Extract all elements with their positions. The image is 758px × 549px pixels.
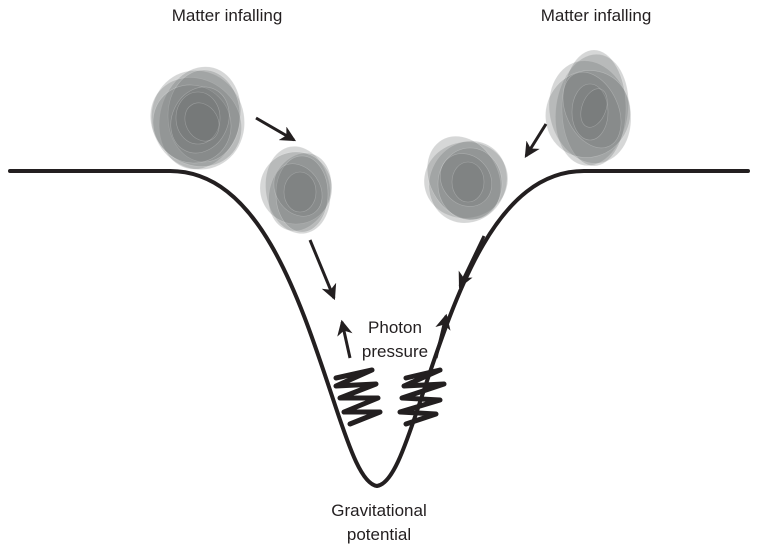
label-photon: Photon (368, 318, 422, 337)
matter-clump-mid-right (413, 123, 522, 237)
arrow-icon (342, 322, 350, 358)
spring-left-icon (336, 370, 380, 424)
matter-clump-top-left (132, 57, 260, 185)
arrow-icon (460, 236, 484, 286)
spring-right-icon (400, 370, 444, 424)
arrow-icon (526, 124, 546, 156)
matter-clump-mid-left (245, 137, 347, 240)
arrow-icon (436, 316, 446, 358)
label-matter-infalling-right: Matter infalling (541, 6, 652, 25)
label-matter-infalling-left: Matter infalling (172, 6, 283, 25)
label-gravitational: Gravitational (331, 501, 426, 520)
zigzag-spring-icon (336, 370, 444, 424)
label-pressure: pressure (362, 342, 428, 361)
arrow-icon (310, 240, 334, 298)
label-potential: potential (347, 525, 411, 544)
matter-clump-top-right (530, 50, 647, 174)
arrow-icon (256, 118, 294, 140)
